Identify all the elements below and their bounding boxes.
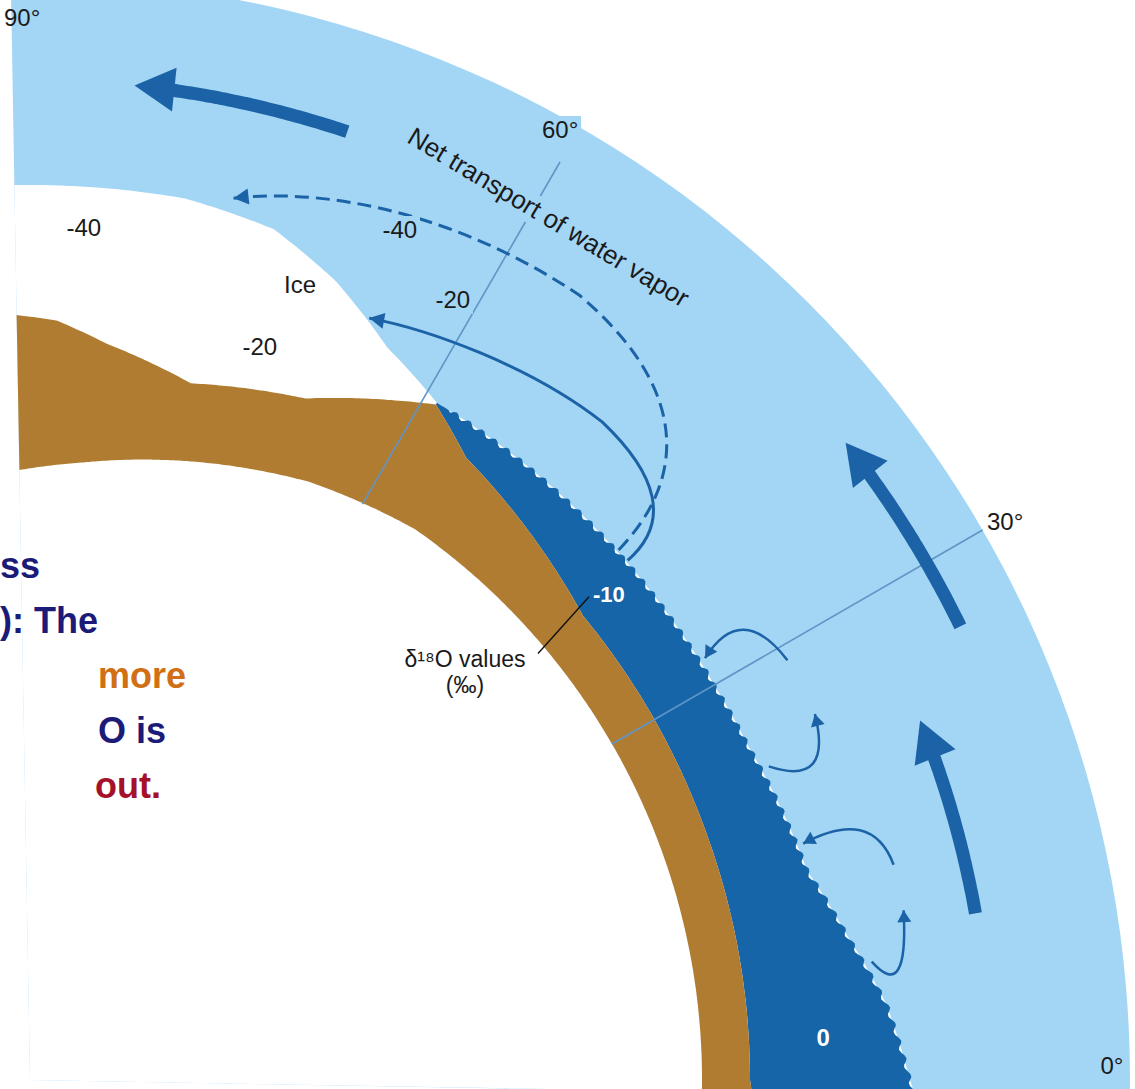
isotope-value: -40 — [380, 216, 421, 244]
region-label: Ice — [284, 271, 316, 299]
label-anchor: 60° — [539, 116, 581, 144]
label-anchor: -20 — [433, 286, 474, 314]
arrow-head — [135, 68, 177, 112]
label-anchor: δ¹⁸O values (‰) — [395, 646, 535, 699]
arrow-head — [915, 720, 956, 765]
label-anchor: -20 — [243, 333, 278, 361]
arrow-head — [897, 910, 911, 922]
isotope-value: -10 — [593, 582, 625, 607]
slide-text: more — [98, 655, 186, 696]
arrow-head — [234, 189, 250, 205]
transport-arrow — [169, 90, 347, 132]
slide-text: ): The — [0, 600, 98, 641]
label-anchor: more — [98, 655, 186, 696]
isotope-value: -40 — [67, 214, 102, 242]
arrow-head — [705, 644, 717, 658]
slide-text: out. — [95, 765, 161, 806]
arrow-head — [803, 832, 817, 844]
arrow-head — [846, 443, 888, 488]
isotope-value: -20 — [243, 333, 278, 361]
circulation-loop — [803, 829, 894, 865]
arrow-head — [369, 313, 385, 329]
land-crust — [17, 315, 752, 1089]
label-anchor: ): The — [0, 600, 98, 641]
label-anchor: -40 — [380, 216, 421, 244]
arrow-head — [811, 714, 825, 727]
label-anchor: 0 — [817, 1024, 830, 1052]
label-anchor: 30° — [987, 508, 1023, 536]
circulation-loop — [769, 714, 819, 771]
latitude-label: 30° — [987, 508, 1023, 536]
label-anchor: Ice — [284, 271, 316, 299]
atmosphere-band — [11, 0, 1130, 1089]
label-anchor: ss — [0, 545, 40, 586]
transport-arrow — [932, 752, 975, 914]
label-anchor: O is — [98, 710, 166, 751]
label-anchor: out. — [95, 765, 161, 806]
latitude-label: 60° — [539, 116, 581, 144]
label-anchor: 0° — [1101, 1052, 1124, 1080]
circulation-loop — [705, 630, 787, 661]
slide-text: O is — [98, 710, 166, 751]
axis-note: δ¹⁸O values (‰) — [395, 646, 535, 699]
isotope-value: 0 — [817, 1024, 830, 1052]
slide-text: ss — [0, 545, 40, 586]
label-anchor: -40 — [67, 214, 102, 242]
isotope-value: -20 — [433, 286, 474, 314]
leader-line — [538, 597, 589, 654]
vapor-path — [369, 318, 653, 560]
latitude-label: 0° — [1101, 1052, 1124, 1080]
transport-arrow — [865, 468, 961, 626]
label-anchor: 90° — [4, 4, 40, 32]
label-anchor: -10 — [593, 582, 625, 607]
latitude-label: 90° — [4, 4, 40, 32]
